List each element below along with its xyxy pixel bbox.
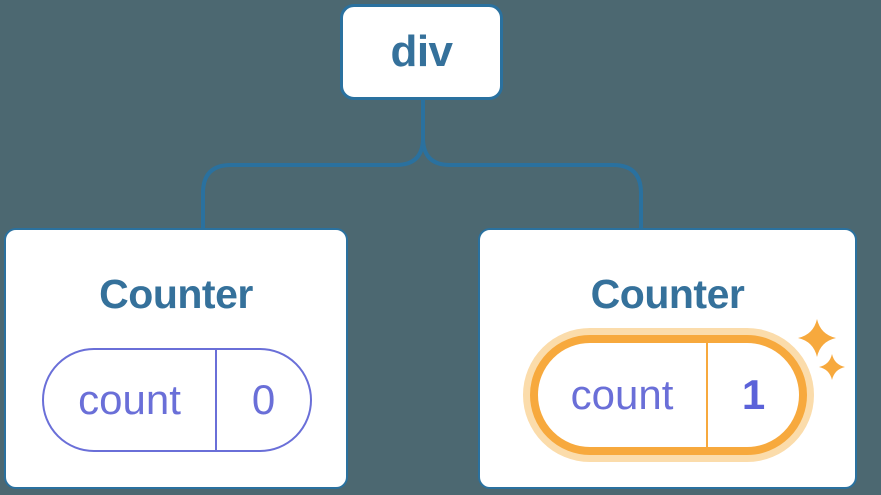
state-key-label: count	[570, 371, 674, 418]
state-value: 0	[215, 350, 310, 450]
connector-right-branch	[421, 98, 643, 230]
state-value: 1	[706, 343, 799, 447]
root-node-label: div	[390, 27, 453, 76]
state-pill-highlighted: count 1	[530, 335, 807, 455]
counter-card-title: Counter	[99, 271, 253, 317]
connector-left-branch	[201, 98, 425, 230]
state-key-label: count	[78, 376, 181, 423]
state-pill: count 0	[42, 348, 312, 452]
tree-root-node: div	[340, 4, 503, 100]
counter-card-right: Counter count 1	[478, 228, 857, 489]
counter-card-title: Counter	[590, 271, 745, 317]
counter-card-left: Counter count 0	[4, 228, 348, 489]
